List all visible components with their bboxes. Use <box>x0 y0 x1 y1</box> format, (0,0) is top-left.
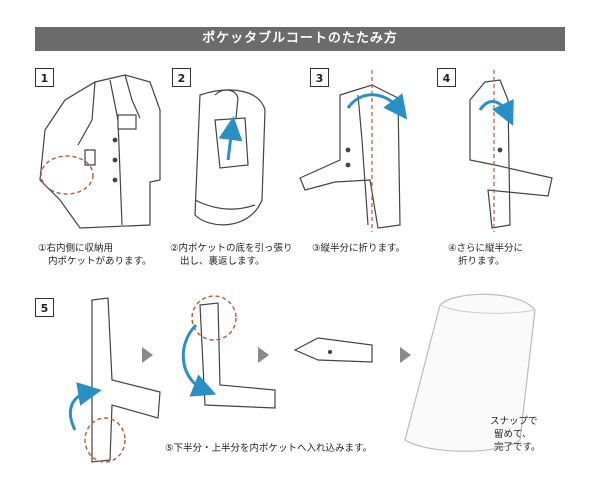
step-2-pocket-illustration <box>194 89 266 226</box>
step-2-caption: ②内ポケットの底を引っ張り出し、裏返します。 <box>170 243 293 267</box>
step-1-caption: ①右内側に収納用内ポケットがあります。 <box>38 243 152 267</box>
step-5-number: 5 <box>35 298 54 317</box>
step-4-coat-illustration <box>469 79 553 229</box>
step-5-top-highlight <box>191 295 237 341</box>
final-note: スナップで 留めて、 完了です。 <box>490 416 541 453</box>
step-4-caption: ④さらに縦半分に折ります。 <box>448 243 524 267</box>
step-5-folded-strip-illustration <box>199 302 276 409</box>
step-2-pull-arrow <box>218 116 243 161</box>
step-5-fold-down-arrow <box>181 323 217 397</box>
step-4-fold-arrow <box>478 99 514 126</box>
next-arrow-1 <box>142 347 153 363</box>
step-5-bottom-highlight <box>84 417 126 463</box>
next-arrow-3 <box>400 347 411 363</box>
step-3-fold-arrow <box>346 93 408 120</box>
final-pouch-illustration <box>404 293 536 452</box>
step-5-rolled-illustration <box>293 337 373 363</box>
step-3-caption: ③縦半分に折ります。 <box>312 243 406 254</box>
step-5-fold-up-arrow <box>69 382 102 431</box>
step-5-caption: ⑤下半分・上半分を内ポケットへ入れ込みます。 <box>165 443 373 454</box>
step-1-pocket-highlight <box>40 155 94 195</box>
step-5-strip-illustration <box>91 297 161 463</box>
step-4-number: 4 <box>437 68 456 87</box>
step-3-number: 3 <box>310 68 329 87</box>
next-arrow-2 <box>258 347 269 363</box>
page-title: ポケッタブルコートのたたみ方 <box>35 27 565 51</box>
step-2-number: 2 <box>172 68 191 87</box>
step-1-number: 1 <box>35 68 54 87</box>
step-1-coat-illustration <box>39 74 161 229</box>
